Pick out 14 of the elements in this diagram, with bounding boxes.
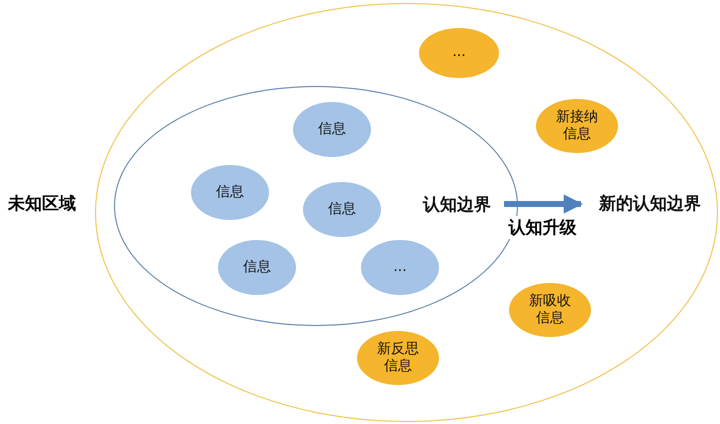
node-label: ...	[452, 44, 466, 62]
region-label: 未知区域	[8, 193, 76, 216]
boundary-label: 新的认知边界	[599, 194, 701, 216]
node-label: 新吸收信息	[529, 292, 571, 328]
boundary-label: 认知边界	[423, 195, 491, 217]
node-label: 信息	[243, 258, 271, 276]
node-label: 信息	[216, 184, 244, 202]
boundary-ellipse	[95, 3, 718, 422]
node-label: 信息	[318, 120, 346, 138]
node-label: ...	[393, 258, 407, 276]
node-label: 信息	[328, 200, 356, 218]
arrow	[504, 194, 583, 214]
node-label: 新接纳信息	[556, 108, 598, 144]
node-label: 新反思信息	[377, 340, 419, 376]
